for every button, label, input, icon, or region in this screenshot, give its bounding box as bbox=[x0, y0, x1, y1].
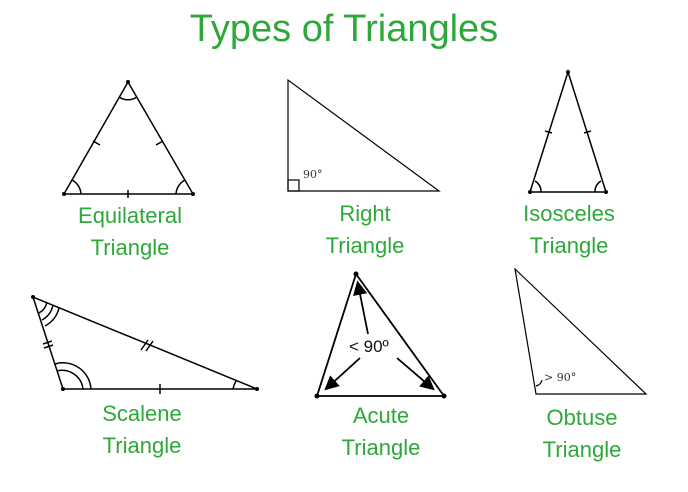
acute-triangle bbox=[315, 272, 446, 397]
isosceles-caption: Isosceles Triangle bbox=[474, 198, 664, 262]
scalene-label: Scalene bbox=[102, 401, 182, 426]
equilateral-label-2: Triangle bbox=[90, 235, 170, 260]
equilateral-triangle bbox=[62, 80, 195, 198]
acute-caption: Acute Triangle bbox=[286, 400, 476, 464]
scalene-caption: Scalene Triangle bbox=[47, 398, 237, 462]
right-angle-note: 90° bbox=[303, 168, 323, 181]
acute-label: Acute bbox=[352, 403, 410, 428]
isosceles-label-2: Triangle bbox=[529, 233, 609, 258]
right-label-2: Triangle bbox=[325, 233, 405, 258]
obtuse-triangle bbox=[514, 267, 648, 395]
equilateral-caption: Equilateral Triangle bbox=[35, 200, 225, 264]
obtuse-angle-note: > 90° bbox=[544, 371, 576, 384]
right-label: Right bbox=[339, 201, 391, 226]
acute-angle-note: < 90º bbox=[349, 337, 389, 356]
scalene-label-2: Triangle bbox=[102, 433, 182, 458]
right-triangle bbox=[287, 78, 441, 192]
isosceles-label: Isosceles bbox=[523, 201, 615, 226]
right-caption: Right Triangle bbox=[270, 198, 460, 262]
scalene-triangle bbox=[31, 295, 258, 394]
page-title: Types of Triangles bbox=[189, 8, 499, 50]
acute-label-2: Triangle bbox=[341, 435, 421, 460]
obtuse-label-2: Triangle bbox=[542, 437, 622, 462]
equilateral-label: Equilateral bbox=[78, 203, 182, 228]
isosceles-triangle bbox=[528, 69, 608, 193]
obtuse-label: Obtuse bbox=[546, 405, 618, 430]
obtuse-caption: Obtuse Triangle bbox=[487, 402, 677, 466]
